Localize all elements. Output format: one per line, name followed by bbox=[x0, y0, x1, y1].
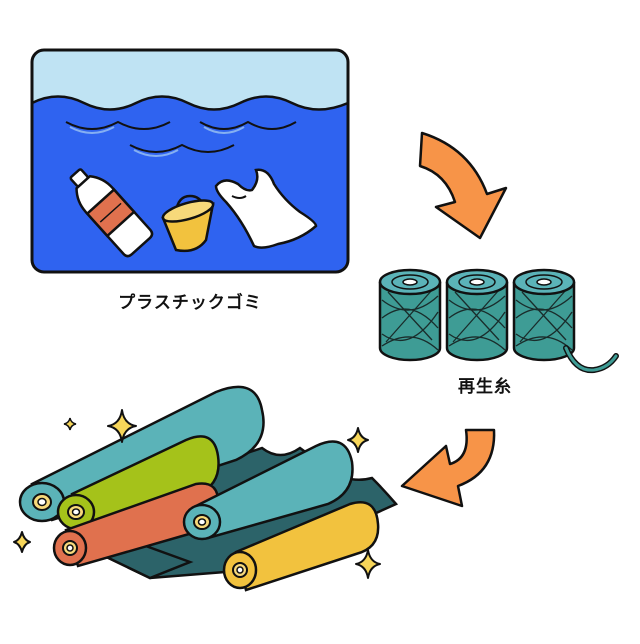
arrow-down-right-icon bbox=[418, 131, 508, 240]
yarn-spool-icon bbox=[445, 268, 509, 362]
plastic-bucket-icon bbox=[161, 194, 215, 253]
wave-lines bbox=[65, 120, 297, 153]
fabric-rolls bbox=[18, 385, 399, 592]
sparkle-icon bbox=[13, 531, 31, 553]
sparkles bbox=[13, 409, 381, 579]
yarn-spool-icon bbox=[378, 268, 442, 362]
plastic-waste-label: プラスチックゴミ bbox=[118, 293, 262, 313]
sparkle-icon bbox=[355, 549, 381, 579]
ocean-panel-border bbox=[30, 48, 350, 274]
fabric-roll-mustard bbox=[222, 501, 380, 592]
recycled-yarn-label: 再生糸 bbox=[458, 377, 512, 397]
yarn-spools bbox=[378, 268, 619, 374]
arrow-down-left-icon bbox=[400, 428, 496, 508]
plastic-bottle-icon bbox=[69, 168, 154, 258]
fabric-roll-lime bbox=[56, 435, 220, 532]
sparkle-icon bbox=[107, 409, 137, 443]
sparkle-icon bbox=[347, 427, 369, 453]
yarn-spool-icon bbox=[512, 268, 576, 362]
fabric-roll-teal-small bbox=[182, 440, 354, 541]
plastic-bag-icon bbox=[214, 168, 318, 249]
sparkle-icon bbox=[63, 417, 77, 431]
ocean-panel bbox=[32, 50, 348, 272]
